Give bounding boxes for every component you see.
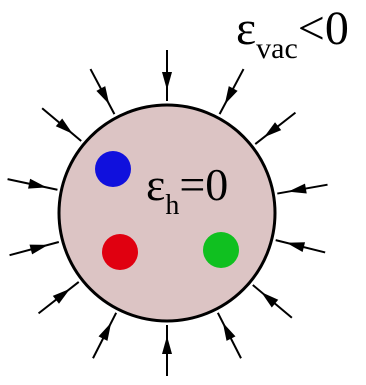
pressure-arrowhead [52, 288, 71, 304]
pressure-arrowhead [29, 244, 49, 255]
pressure-arrowhead [96, 86, 110, 105]
pressure-arrowhead [162, 336, 172, 354]
pressure-arrowhead [224, 86, 238, 105]
pressure-arrowhead [286, 242, 306, 252]
hadron-relation: =0 [179, 159, 228, 210]
hadron-epsilon: ε [146, 159, 165, 210]
pressure-arrowhead [28, 178, 47, 189]
red-quark [102, 234, 138, 270]
hadron-energy-label: εh=0 [146, 159, 228, 221]
green-quark [203, 232, 239, 268]
vacuum-epsilon: ε [236, 2, 256, 55]
pressure-arrowhead [288, 183, 307, 194]
blue-quark [95, 151, 131, 187]
pressure-arrowhead [222, 322, 236, 341]
pressure-arrowhead [55, 118, 73, 134]
vacuum-energy-label: εvac<0 [236, 2, 349, 65]
pressure-arrowhead [98, 322, 112, 341]
pressure-arrowhead [261, 292, 279, 308]
vacuum-relation: <0 [298, 2, 349, 55]
pressure-arrows [7, 50, 328, 376]
vacuum-subscript: vac [256, 32, 298, 65]
hadron-subscript: h [165, 190, 179, 221]
pressure-arrowhead [263, 122, 282, 138]
pressure-arrowhead [162, 72, 172, 90]
